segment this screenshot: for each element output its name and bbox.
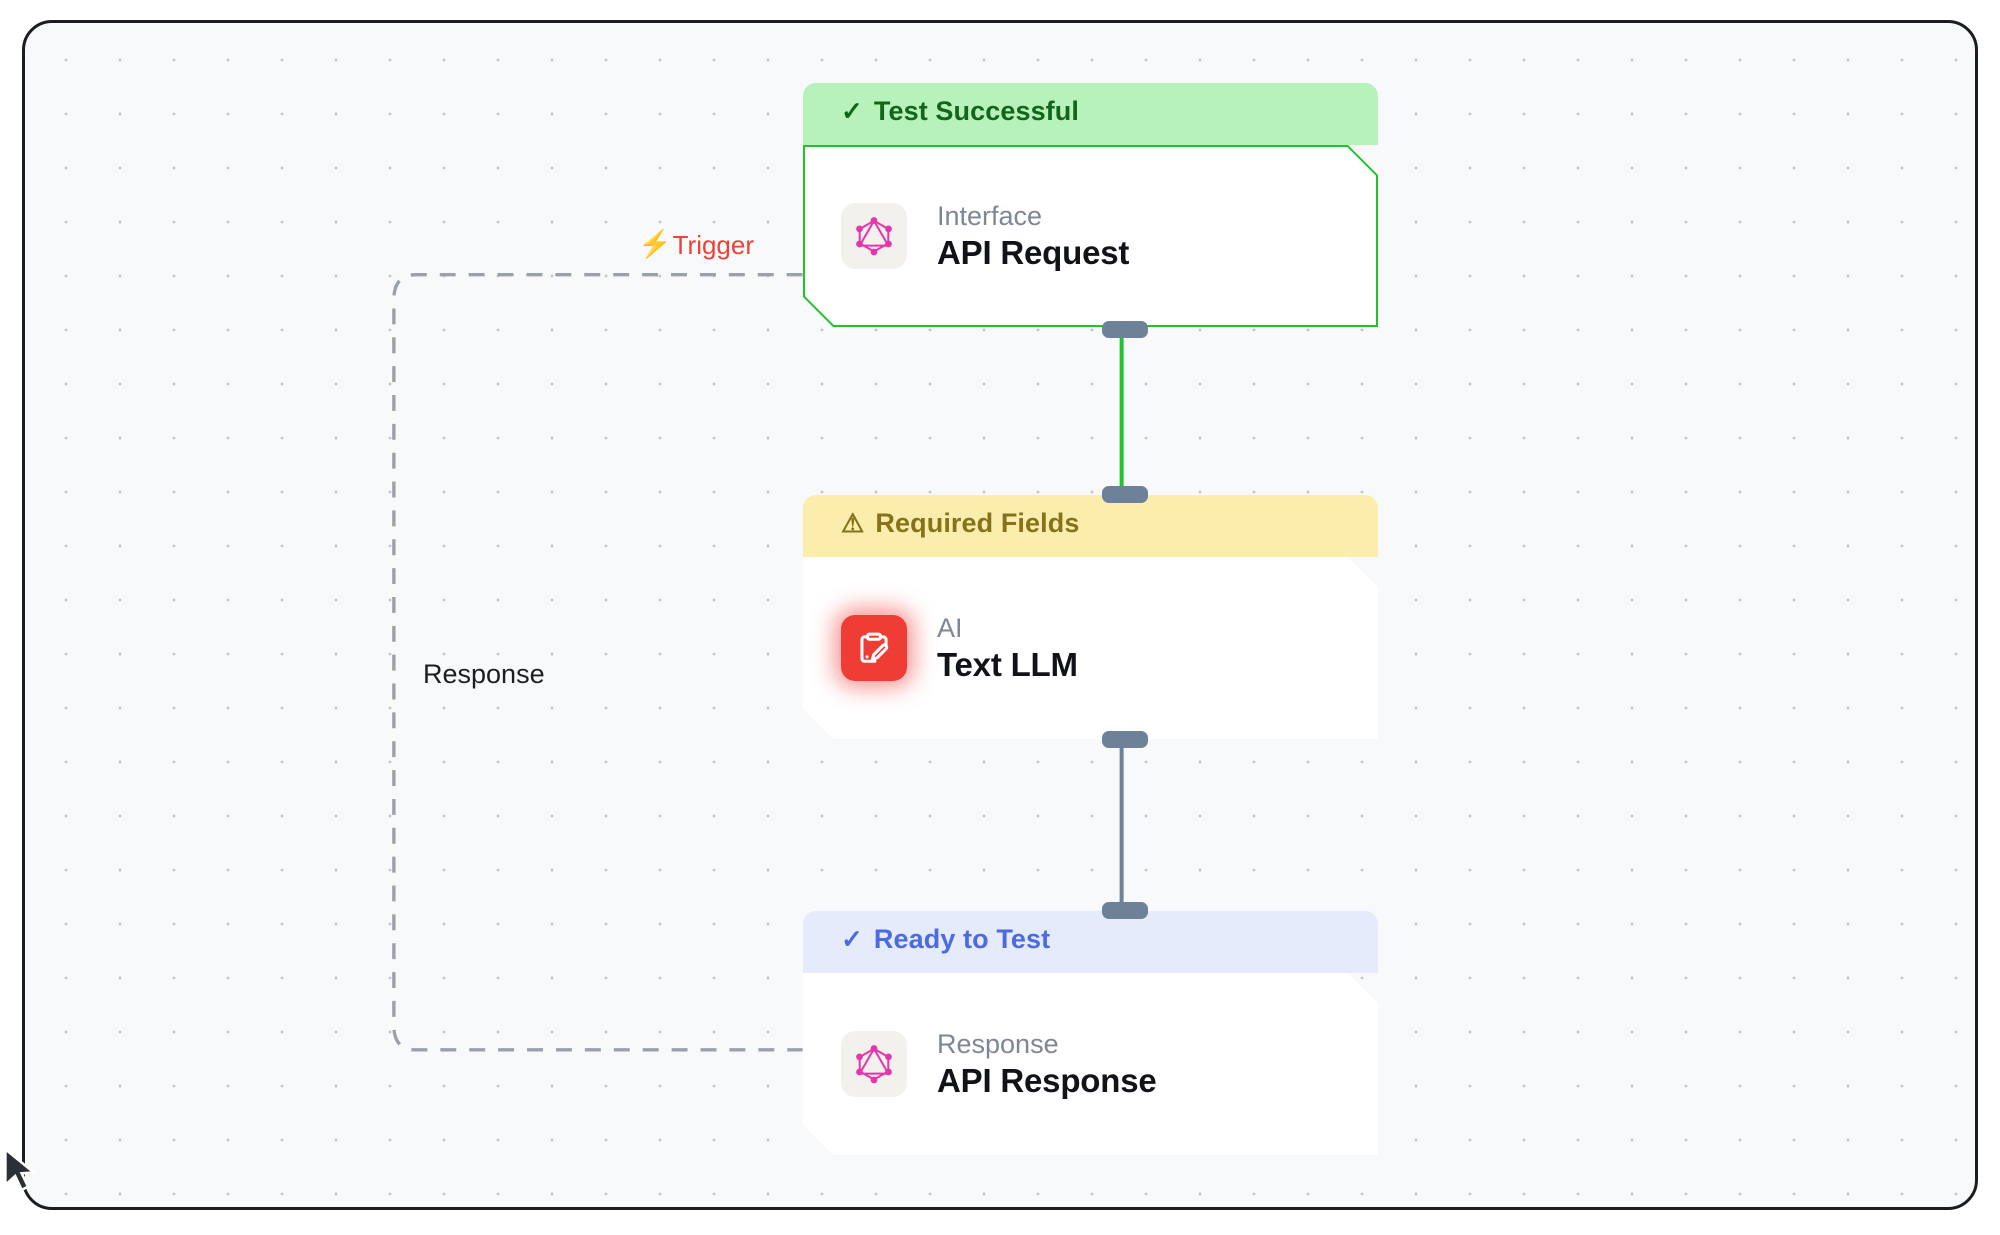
node-kind-label: Interface — [937, 200, 1043, 231]
node-text-api-response: Response API Response — [937, 1030, 1157, 1099]
graphql-glyph — [853, 215, 895, 257]
edge-label-trigger-text: Trigger — [672, 229, 755, 260]
node-status-label: Test Successful — [873, 95, 1079, 126]
node-api-response[interactable]: ✓ Ready to Test — [803, 902, 1378, 1155]
clipboard-pencil-icon — [841, 615, 907, 681]
node-api-request[interactable]: ✓ Test Successful — [803, 83, 1378, 338]
lightning-bolt-icon: ⚡ — [638, 229, 672, 259]
node-title-label: API Response — [937, 1061, 1157, 1099]
node-handle-top[interactable] — [1102, 902, 1148, 919]
node-handle-bottom[interactable] — [1102, 731, 1148, 748]
edge-label-response-text: Response — [423, 659, 545, 689]
node-kind-label: AI — [937, 612, 963, 643]
graphql-glyph — [853, 1043, 895, 1085]
graphql-icon — [841, 203, 907, 269]
clipboard-pencil-glyph — [855, 629, 893, 667]
node-status-badge-warning: ⚠ Required Fields — [803, 495, 1378, 557]
warning-triangle-icon: ⚠ — [841, 508, 865, 538]
node-status-badge-success: ✓ Test Successful — [803, 83, 1378, 145]
graphql-icon — [841, 1031, 907, 1097]
node-selection-outline — [801, 143, 1380, 329]
node-status-label: Ready to Test — [873, 923, 1051, 954]
node-text-llm[interactable]: ⚠ Required Fields AI Text LLM — [803, 486, 1378, 748]
node-body-text-llm[interactable]: AI Text LLM — [803, 557, 1378, 739]
check-icon: ✓ — [841, 96, 863, 126]
node-body-api-response[interactable]: Response API Response — [803, 973, 1378, 1155]
node-text-api-request: Interface API Request — [937, 202, 1129, 271]
flow-canvas[interactable]: ⚡ Trigger Response ✓ Test Successful — [22, 20, 1978, 1210]
node-title-label: Text LLM — [937, 645, 1078, 683]
node-status-label: Required Fields — [875, 507, 1080, 538]
node-kind-label: Response — [937, 1028, 1059, 1059]
edge-label-response: Response — [423, 661, 545, 688]
node-status-badge-ready: ✓ Ready to Test — [803, 911, 1378, 973]
node-handle-top[interactable] — [1102, 486, 1148, 503]
node-title-label: API Request — [937, 233, 1130, 271]
check-icon: ✓ — [841, 924, 863, 954]
node-handle-bottom[interactable] — [1102, 321, 1148, 338]
node-body-api-request[interactable]: Interface API Request — [803, 145, 1378, 327]
node-text-text-llm: AI Text LLM — [937, 614, 1078, 683]
edge-label-trigger: ⚡ Trigger — [638, 231, 754, 258]
